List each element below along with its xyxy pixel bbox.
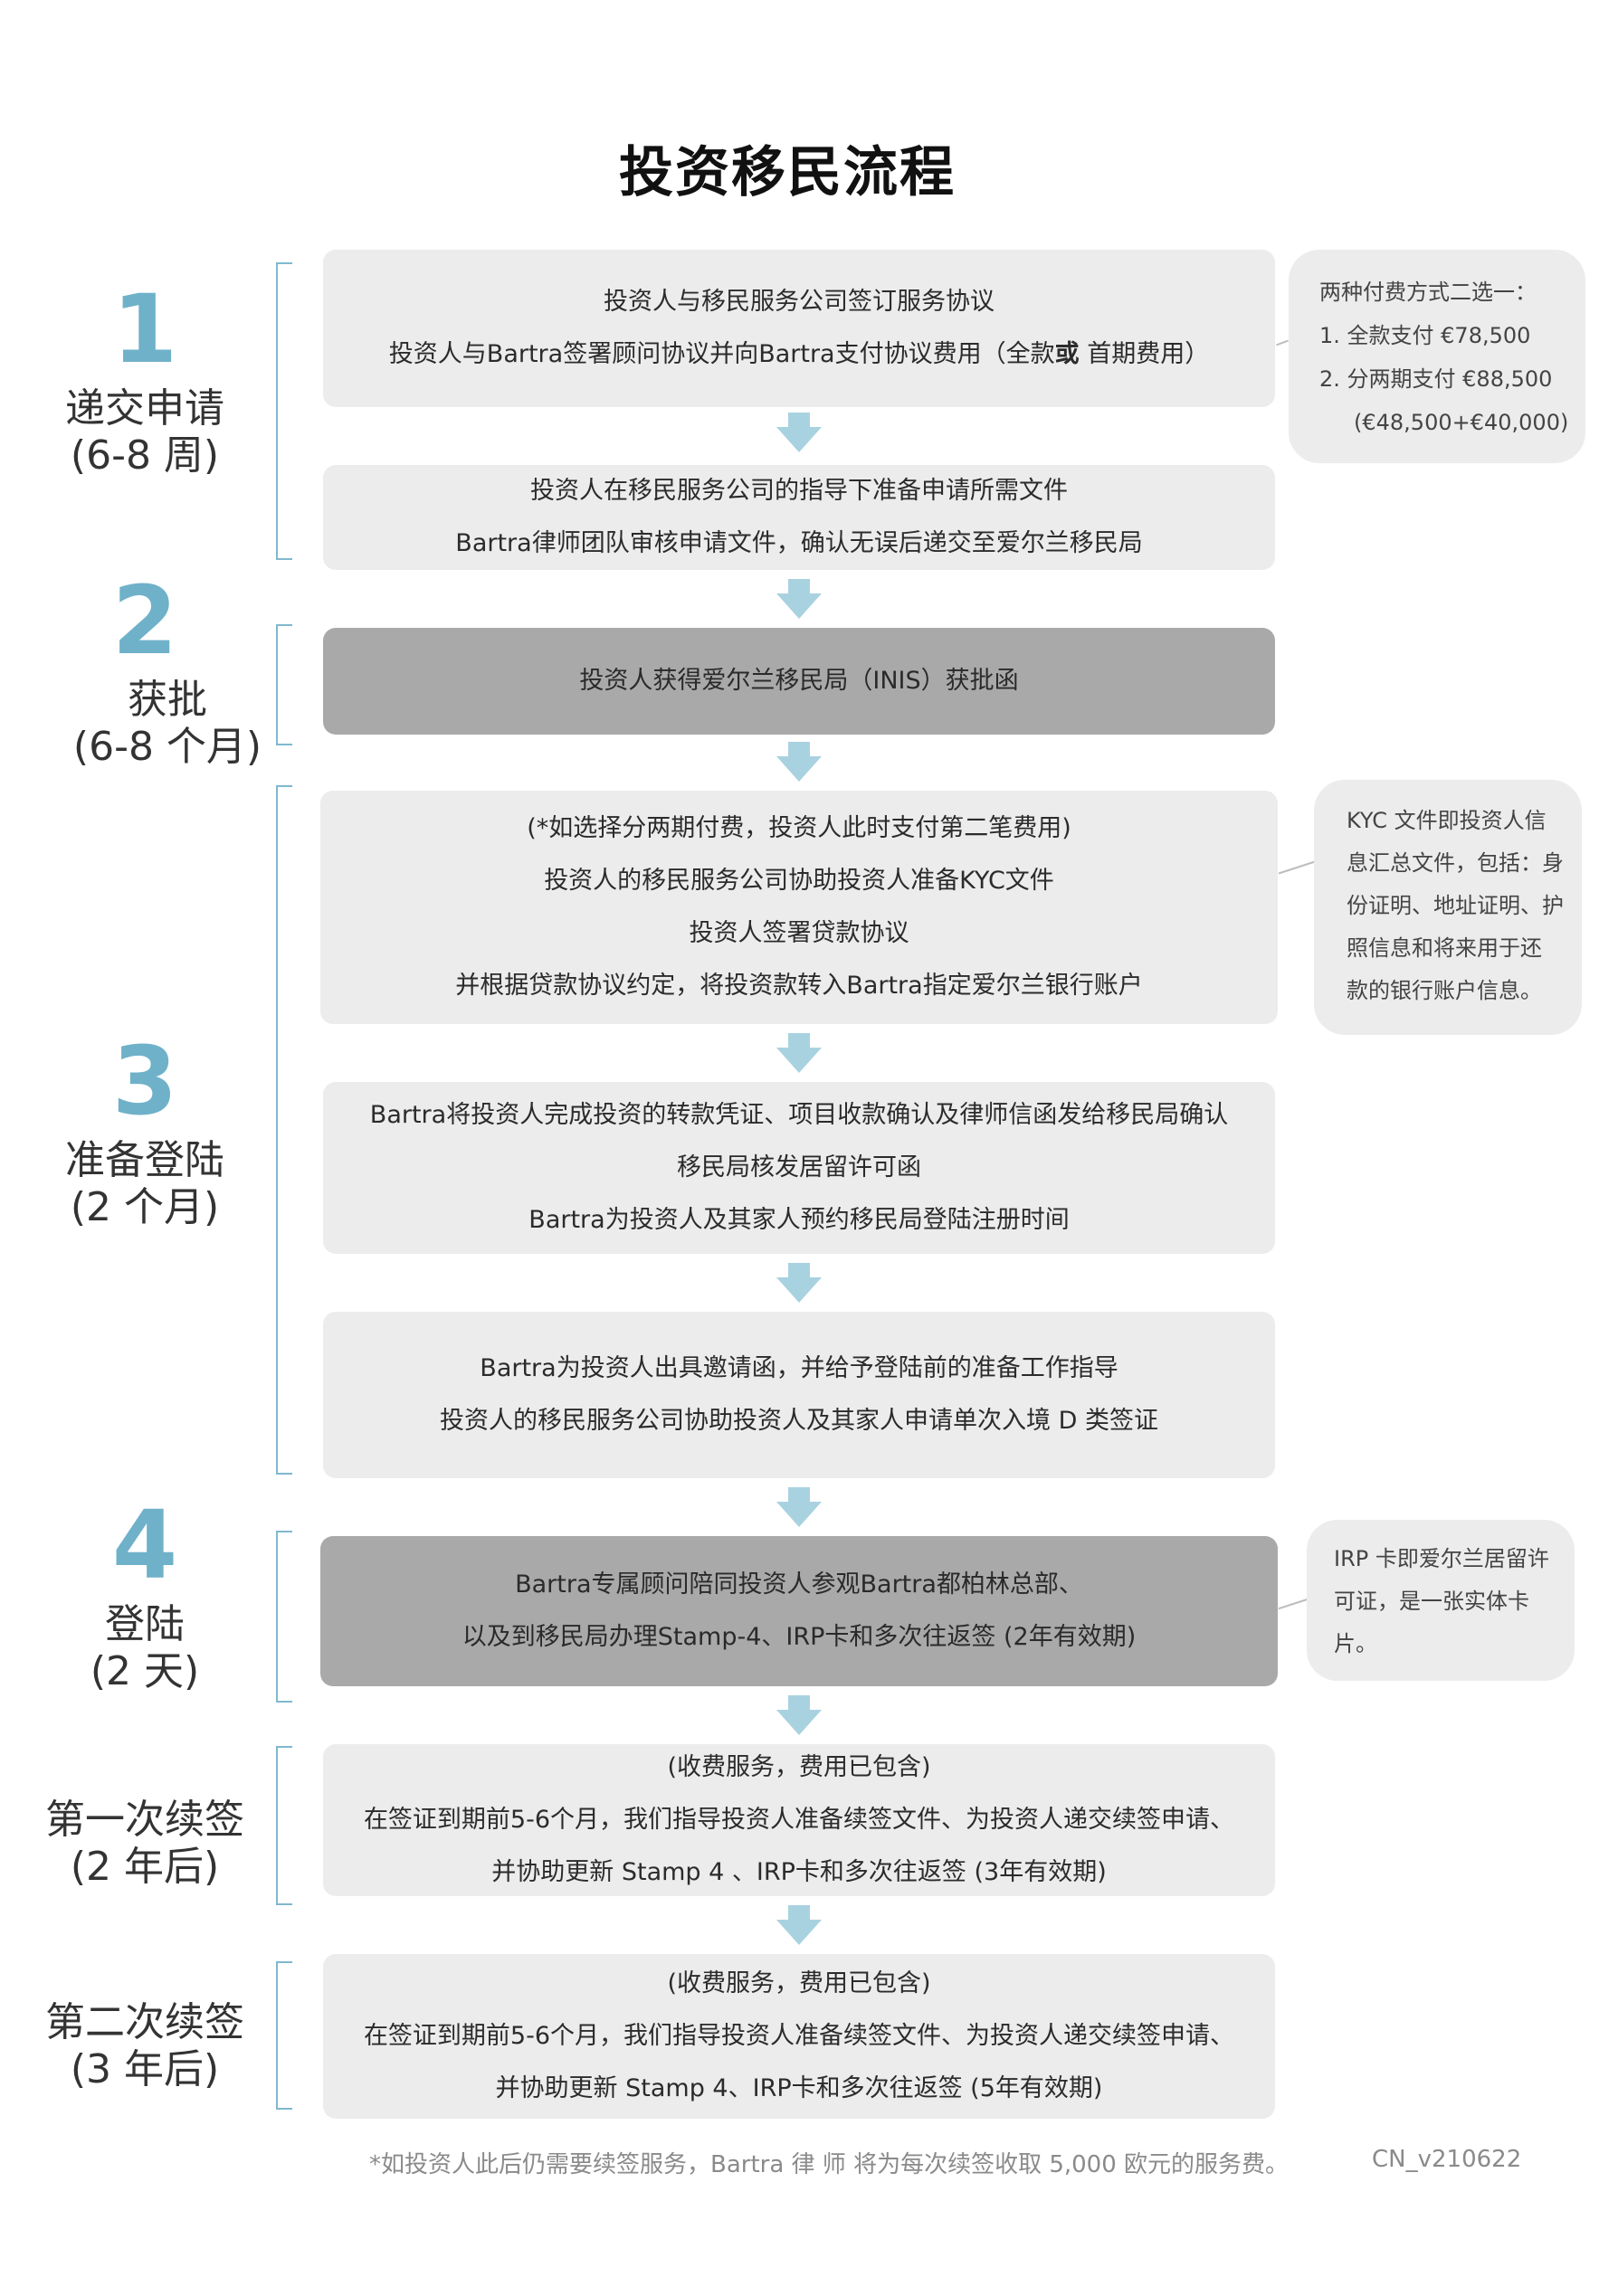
down-arrow-icon: [776, 1905, 822, 1945]
step-line: 并根据贷款协议约定，将投资款转入Bartra指定爱尔兰银行账户: [455, 972, 1143, 1000]
step-line: Bartra将投资人完成投资的转款凭证、项目收款确认及律师信函发给移民局确认: [369, 1101, 1229, 1129]
step-line: 并协助更新 Stamp 4、IRP卡和多次往返签 (5年有效期): [495, 2074, 1103, 2102]
step-line: 投资人的移民服务公司协助投资人及其家人申请单次入境 D 类签证: [440, 1407, 1158, 1435]
page-title: 投资移民流程: [619, 141, 956, 204]
step-line: 投资人签署贷款协议: [689, 919, 909, 947]
down-arrow-icon: [776, 413, 822, 452]
note-line: 片。: [1334, 1631, 1377, 1656]
note-kyc: KYC 文件即投资人信 息汇总文件，包括：身 份证明、地址证明、护 照信息和将来…: [1314, 780, 1582, 1035]
down-arrow-icon: [776, 1487, 822, 1527]
down-arrow-icon: [776, 1263, 822, 1303]
down-arrow-icon: [776, 579, 822, 619]
note-irp: IRP 卡即爱尔兰居留许 可证，是一张实体卡 片。: [1307, 1520, 1575, 1681]
step-line: 移民局核发居留许可函: [677, 1153, 921, 1181]
note-line: (€48,500+€40,000): [1354, 410, 1569, 435]
down-arrow-icon: [776, 1695, 822, 1735]
stage-bracket-2: [276, 624, 292, 745]
note-connector: [1276, 339, 1289, 346]
stage-number: 4: [111, 1490, 178, 1600]
stage-name: 准备登陆: [65, 1137, 224, 1183]
step-line: 投资人与Bartra签署顾问协议并向Bartra支付协议费用（全款或 首期费用）: [389, 328, 1209, 381]
step-line-tail: 首期费用）: [1079, 340, 1210, 368]
step-box-5: Bartra将投资人完成投资的转款凭证、项目收款确认及律师信函发给移民局确认 移…: [323, 1082, 1275, 1254]
note-connector: [1278, 860, 1316, 875]
version-code: CN_v210622: [1372, 2146, 1522, 2173]
step-box-4: (*如选择分两期付费，投资人此时支付第二笔费用) 投资人的移民服务公司协助投资人…: [320, 791, 1278, 1024]
step-line: 投资人获得爱尔兰移民局（INIS）获批函: [579, 667, 1019, 695]
note-line: IRP 卡即爱尔兰居留许: [1334, 1546, 1549, 1571]
step-line: 投资人的移民服务公司协助投资人准备KYC文件: [544, 867, 1054, 895]
note-line: 2. 分两期支付 €88,500: [1319, 366, 1553, 392]
step-line-head: 投资人与Bartra签署顾问协议并向Bartra支付协议费用（全款: [388, 340, 1055, 368]
stage-duration: (6-8 个月): [72, 724, 262, 770]
step-box-6: Bartra为投资人出具邀请函，并给予登陆前的准备工作指导 投资人的移民服务公司…: [323, 1312, 1275, 1478]
stage-label-1: 1 递交申请 (6-8 周): [54, 282, 235, 479]
note-line: 两种付费方式二选一：: [1319, 280, 1537, 305]
step-box-8: (收费服务，费用已包含) 在签证到期前5-6个月，我们指导投资人准备续签文件、为…: [323, 1744, 1275, 1896]
step-line: (*如选择分两期付费，投资人此时支付第二笔费用): [527, 814, 1071, 842]
stage-duration: (6-8 周): [70, 432, 220, 479]
down-arrow-icon: [776, 1033, 822, 1073]
step-line: (收费服务，费用已包含): [667, 1969, 931, 1997]
step-line: 在签证到期前5-6个月，我们指导投资人准备续签文件、为投资人递交续签申请、: [363, 1806, 1235, 1834]
step-line: Bartra为投资人出具邀请函，并给予登陆前的准备工作指导: [480, 1354, 1118, 1382]
stage-bracket-4: [276, 1531, 292, 1703]
stage-bracket-1: [276, 262, 292, 560]
stage-bracket-renewal-1: [276, 1746, 292, 1905]
step-line: 并协助更新 Stamp 4 、IRP卡和多次往返签 (3年有效期): [491, 1858, 1107, 1886]
stage-duration: (2 天): [90, 1648, 200, 1694]
step-line: (收费服务，费用已包含): [667, 1753, 931, 1781]
stage-duration: (3 年后): [70, 2046, 220, 2092]
step-box-3: 投资人获得爱尔兰移民局（INIS）获批函: [323, 628, 1275, 735]
step-line: Bartra律师团队审核申请文件，确认无误后递交至爱尔兰移民局: [455, 529, 1143, 557]
step-line: 投资人在移民服务公司的指导下准备申请所需文件: [530, 477, 1068, 505]
or-emphasis: 或: [1054, 340, 1080, 368]
stage-name: 第二次续签: [45, 1999, 244, 2045]
step-box-1: 投资人与移民服务公司签订服务协议 投资人与Bartra签署顾问协议并向Bartr…: [323, 250, 1275, 407]
step-line: 在签证到期前5-6个月，我们指导投资人准备续签文件、为投资人递交续签申请、: [363, 2022, 1235, 2050]
stage-number: 3: [111, 1026, 178, 1136]
stage-number: 1: [111, 274, 178, 384]
note-line: 照信息和将来用于还: [1347, 935, 1542, 961]
stage-name: 第一次续签: [45, 1797, 244, 1843]
note-connector: [1278, 1598, 1309, 1610]
step-line: 以及到移民局办理Stamp-4、IRP卡和多次往返签 (2年有效期): [462, 1623, 1137, 1651]
step-box-9: (收费服务，费用已包含) 在签证到期前5-6个月，我们指导投资人准备续签文件、为…: [323, 1954, 1275, 2119]
step-box-2: 投资人在移民服务公司的指导下准备申请所需文件 Bartra律师团队审核申请文件，…: [323, 465, 1275, 570]
stage-label-4: 4 登陆 (2 天): [54, 1498, 235, 1695]
stage-label-renewal-2: 第二次续签 (3 年后): [36, 1999, 253, 2093]
stage-bracket-renewal-2: [276, 1961, 292, 2110]
step-line: Bartra专属顾问陪同投资人参观Bartra都柏林总部、: [515, 1570, 1083, 1599]
stage-duration: (2 年后): [70, 1844, 220, 1890]
stage-bracket-3: [276, 785, 292, 1475]
stage-label-renewal-1: 第一次续签 (2 年后): [36, 1797, 253, 1891]
step-line: 投资人与移民服务公司签订服务协议: [604, 288, 995, 316]
footnote: *如投资人此后仍需要续签服务，Bartra 律 师 将为每次续签收取 5,000…: [369, 2151, 1290, 2178]
note-line: 1. 全款支付 €78,500: [1319, 323, 1531, 348]
stage-number: 2: [111, 565, 178, 676]
stage-name: 获批: [128, 677, 207, 723]
step-box-7: Bartra专属顾问陪同投资人参观Bartra都柏林总部、 以及到移民局办理St…: [320, 1536, 1278, 1686]
stage-label-3: 3 准备登陆 (2 个月): [54, 1034, 235, 1231]
stage-name: 登陆: [105, 1601, 185, 1647]
note-line: 息汇总文件，包括：身: [1347, 850, 1564, 876]
note-line: 份证明、地址证明、护: [1347, 893, 1564, 918]
note-line: 可证，是一张实体卡: [1334, 1589, 1529, 1614]
stage-duration: (2 个月): [70, 1184, 220, 1230]
step-line: Bartra为投资人及其家人预约移民局登陆注册时间: [528, 1206, 1070, 1234]
stage-label-2: 2 获批 (6-8 个月): [72, 574, 262, 771]
stage-name: 递交申请: [65, 385, 224, 432]
note-line: 款的银行账户信息。: [1347, 978, 1542, 1003]
note-line: KYC 文件即投资人信: [1347, 808, 1547, 833]
note-payment-options: 两种付费方式二选一： 1. 全款支付 €78,500 2. 分两期支付 €88,…: [1289, 250, 1585, 463]
down-arrow-icon: [776, 742, 822, 782]
